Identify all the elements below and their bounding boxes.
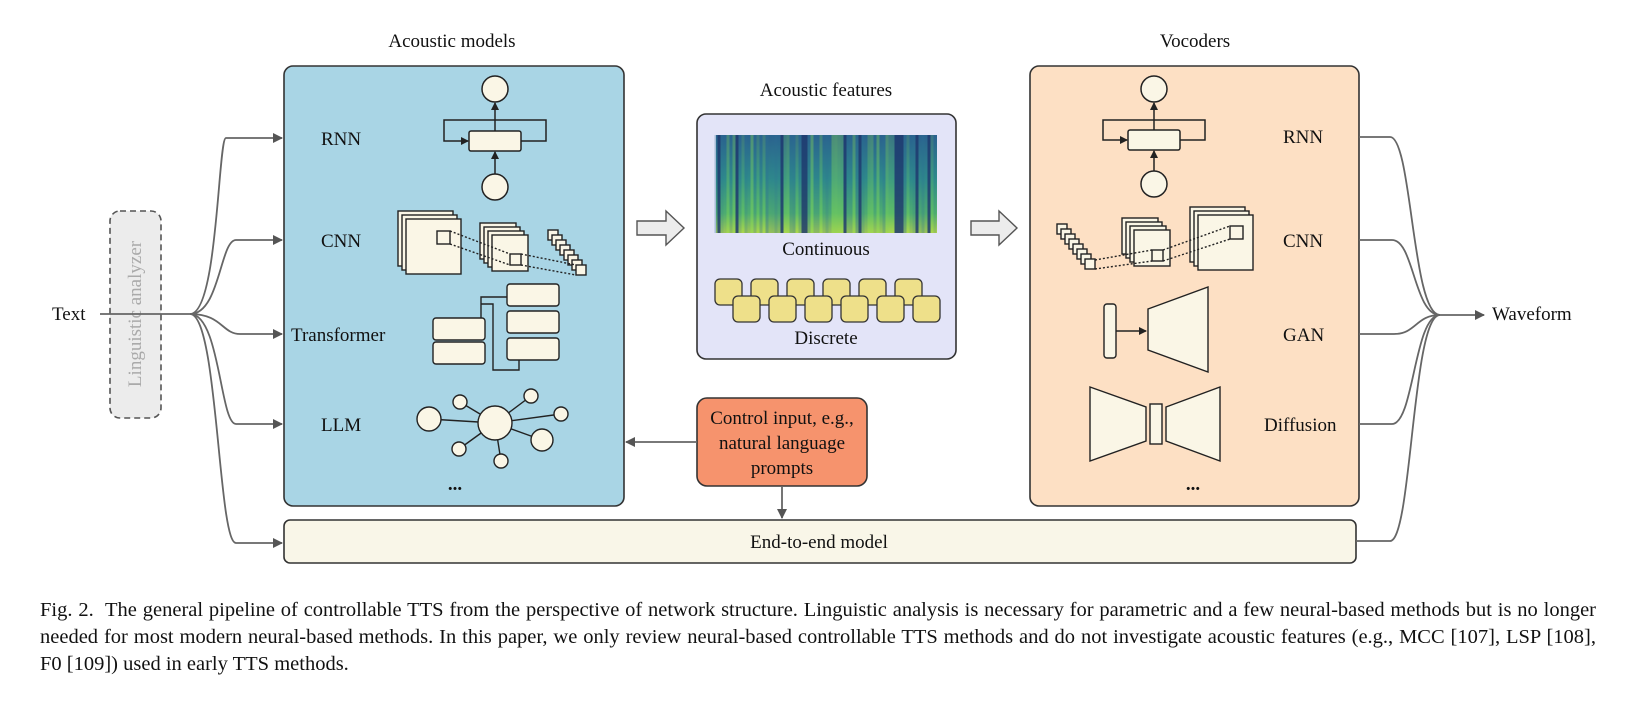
continuous-feature-label: Continuous xyxy=(782,239,870,260)
acoustic-model-cnn-label: CNN xyxy=(321,231,361,252)
acoustic-features-title: Acoustic features xyxy=(760,80,892,101)
flow-arrow-to-vocoders xyxy=(970,209,1019,247)
figure-caption-label: Fig. 2. xyxy=(40,599,94,621)
vocoder-diffusion-label: Diffusion xyxy=(1264,415,1337,436)
acoustic-model-llm-label: LLM xyxy=(321,415,361,436)
gan-icon xyxy=(1103,285,1209,374)
transformer-icon xyxy=(432,283,560,371)
flow-arrow-to-features xyxy=(636,209,686,247)
figure-caption-text: The general pipeline of controllable TTS… xyxy=(40,599,1596,675)
vocoder-cnn-label: CNN xyxy=(1283,231,1323,252)
discrete-feature-label: Discrete xyxy=(794,328,857,349)
vocoder-gan-label: GAN xyxy=(1283,325,1324,346)
input-connectors xyxy=(100,133,283,548)
cnn-icon xyxy=(1056,206,1254,271)
end-to-end-model-label: End-to-end model xyxy=(750,532,888,553)
acoustic-models-more: ... xyxy=(448,474,462,495)
vocoders-title: Vocoders xyxy=(1160,31,1230,52)
llm-graph-icon xyxy=(416,388,569,469)
tts-pipeline-diagram: Text Linguistic analyzer Acoustic models… xyxy=(52,31,1572,564)
control-input-line1: Control input, e.g., xyxy=(710,408,854,429)
diffusion-icon xyxy=(1089,385,1221,463)
waveform-output-label: Waveform xyxy=(1492,304,1572,325)
vocoder-rnn-label: RNN xyxy=(1283,127,1323,148)
rnn-icon xyxy=(1102,75,1206,198)
vocoders-more: ... xyxy=(1186,474,1200,495)
acoustic-model-transformer-label: Transformer xyxy=(291,325,386,346)
output-connectors xyxy=(1356,136,1485,542)
acoustic-model-rnn-label: RNN xyxy=(321,129,361,150)
rnn-icon xyxy=(443,75,547,201)
acoustic-models-title: Acoustic models xyxy=(388,31,515,52)
control-connectors xyxy=(625,437,787,519)
figure-caption: Fig. 2. The general pipeline of controll… xyxy=(40,597,1596,678)
text-input-label: Text xyxy=(52,304,86,325)
acoustic-models-panel xyxy=(283,65,625,507)
control-input-line3: prompts xyxy=(751,458,813,479)
cnn-icon xyxy=(397,210,587,276)
spectrogram-image xyxy=(714,135,937,233)
discrete-tokens xyxy=(714,278,941,323)
control-input-line2: natural language xyxy=(719,433,845,454)
